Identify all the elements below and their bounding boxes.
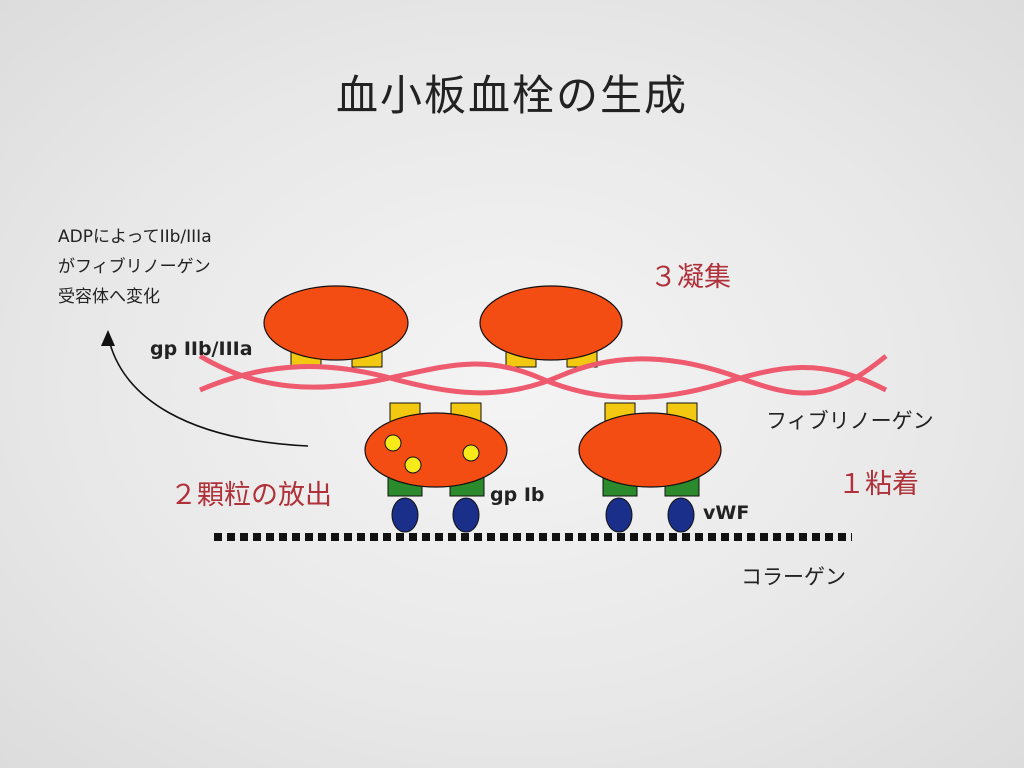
gp-iib-iiia-label: gp IIb/IIIa <box>150 338 253 360</box>
vwf-label: vWF <box>703 502 750 524</box>
adp-note-line-3: 受容体へ変化 <box>58 287 160 307</box>
lower-right-platelet <box>578 412 722 488</box>
granule <box>404 456 422 474</box>
granule <box>384 434 402 452</box>
lower-left-platelet <box>364 412 508 488</box>
upper-right-platelet <box>479 285 623 361</box>
vwf-molecule <box>667 497 695 533</box>
adp-note-line-2: がフィブリノーゲン <box>58 257 211 277</box>
adp-note-line-1: ADPによってIIb/IIIa <box>58 227 212 247</box>
adp-note: ADPによってIIb/IIIa がフィブリノーゲン 受容体へ変化 <box>58 222 212 312</box>
granule <box>462 444 480 462</box>
adp-arrow-head <box>101 330 115 346</box>
upper-left-platelet <box>263 285 409 361</box>
collagen-label: コラーゲン <box>741 565 846 589</box>
fibrinogen-label: フィブリノーゲン <box>766 409 934 433</box>
vwf-molecule <box>605 497 633 533</box>
gp-ib-label: gp Ib <box>490 484 545 506</box>
adp-arrow <box>107 335 309 447</box>
fibrinogen-fiber-2 <box>199 354 888 396</box>
step-aggregation: ３凝集 <box>650 262 731 293</box>
step-adhesion: １粘着 <box>838 469 919 500</box>
fibrinogen-fiber-1 <box>198 353 888 400</box>
step-granule-release: ２顆粒の放出 <box>170 480 332 511</box>
vwf-molecule <box>452 497 480 533</box>
vwf-molecule <box>391 497 419 533</box>
slide-title: 血小板血栓の生成 <box>335 71 688 120</box>
